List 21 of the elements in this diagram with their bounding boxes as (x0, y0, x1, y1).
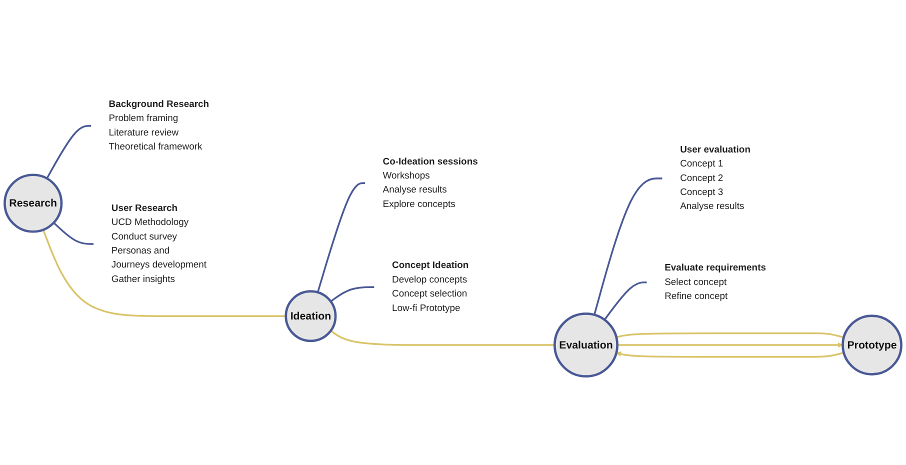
connector (593, 178, 662, 316)
node-circle: Ideation (284, 290, 337, 342)
node-text: Concept Ideation Develop concepts Concept selection Low-fi Prototype (392, 260, 469, 314)
connector (604, 282, 647, 320)
node-circle: Research (4, 174, 63, 233)
connector (53, 222, 94, 245)
node-text: Co-Ideation sessions Workshops Analyse results Explore concepts (382, 156, 478, 210)
node-text: User evaluation Concept 1 Concept 2 Concept 3 Analyse results (680, 144, 750, 212)
connector (42, 229, 286, 317)
arrow (616, 351, 844, 358)
connector (616, 332, 844, 338)
connector (316, 182, 366, 293)
connector (330, 330, 555, 346)
arrow (617, 342, 843, 348)
node-circle: Evaluation (553, 312, 618, 378)
connector (330, 286, 374, 302)
node-text: Evaluate requirements Select concept Refine concept (664, 262, 766, 302)
node-circle: Prototype (842, 314, 902, 376)
connector (46, 124, 92, 179)
node-text: Background Research Problem framing Literature review Theoretical framework (108, 99, 210, 152)
node-text: User Research UCD Methodology Conduct survey Personas and Journeys development Gather insights (111, 203, 206, 284)
